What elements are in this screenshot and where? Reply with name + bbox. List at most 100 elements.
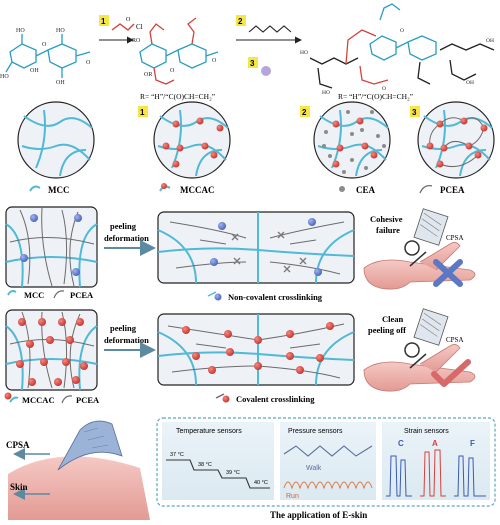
run-label: Run [286, 493, 299, 500]
svg-text:OH: OH [30, 68, 39, 74]
row-covalent: peeling deformation MCCAC PCEA Covalent … [4, 308, 476, 405]
temperature-title: Temperature sensors [176, 428, 242, 435]
r-definition-2: R= “H”/“C(O)CH=CH₂” [338, 92, 413, 101]
check-mark-icon [431, 359, 471, 387]
row1-arrow-label-2: deformation [104, 233, 149, 243]
noncovalent-legend-icon [207, 291, 217, 297]
structure-circles: 1 2 [17, 101, 495, 179]
svg-text:OH: OH [56, 80, 65, 86]
mcc-molecule [5, 34, 91, 78]
svg-text:O: O [86, 60, 91, 66]
cross-mark-icon [433, 259, 463, 287]
svg-text:HO: HO [0, 74, 9, 80]
row1-arrow-label-1: peeling [110, 221, 137, 231]
svg-text:HO: HO [56, 28, 65, 34]
circle-mcc [17, 101, 95, 179]
circle-cea: 2 [300, 101, 391, 179]
temp-label-40: 40 °C [254, 480, 268, 486]
strain-letter-f: F [470, 439, 475, 448]
covalent-legend-icon [215, 393, 225, 399]
mccac-legend-dot-icon [161, 183, 167, 189]
mcc-legend-icon [29, 185, 41, 192]
svg-text:O: O [382, 86, 386, 92]
legend-pcea: PCEA [440, 185, 465, 195]
walk-label: Walk [306, 465, 322, 472]
row2-cpsa-label: CPSA [446, 336, 464, 344]
svg-text:HO: HO [322, 90, 330, 96]
row2-legend-mccac: MCCAC [22, 395, 55, 405]
temp-label-37: 37 °C [170, 452, 184, 458]
circle-mccac: 1 [138, 101, 231, 179]
row2-pcea-legend-icon [61, 395, 73, 404]
strain-letter-c: C [398, 439, 404, 448]
strain-panel: Strain sensors C A F [382, 422, 490, 500]
legend-mcc: MCC [48, 185, 70, 195]
cea-legend-icon [339, 186, 345, 192]
row1-legend-mcc: MCC [24, 290, 44, 300]
grafted-product-molecule [309, 3, 495, 89]
cpsa-film-illustration [57, 420, 123, 471]
row2-mccac-fiber-icon [9, 396, 19, 403]
cea-reagent [248, 25, 292, 33]
application-section: CPSA Skin Temperature sensors 37 °C 38 °… [6, 417, 496, 520]
row2-mccac-dot-icon [4, 392, 12, 400]
pressure-title: Pressure sensors [288, 428, 343, 435]
strain-title: Strain sensors [404, 428, 449, 435]
svg-text:O: O [212, 58, 217, 64]
temp-label-38: 38 °C [198, 462, 212, 468]
legend-mccac: MCCAC [180, 185, 215, 195]
circle-badge-1: 1 [140, 108, 145, 117]
noncovalent-network-box [5, 206, 98, 288]
application-frame [156, 417, 496, 507]
row1-legend-pcea: PCEA [70, 290, 94, 300]
step-1-number: 1 [101, 17, 106, 26]
skin-illustration [8, 456, 150, 520]
row2-legend-pcea: PCEA [76, 395, 100, 405]
magnifier-icon-1 [404, 240, 420, 256]
svg-text:O: O [42, 42, 47, 48]
circle-badge-3: 3 [412, 108, 417, 117]
svg-text:HO: HO [16, 28, 25, 34]
temperature-step-curve [166, 459, 270, 489]
clean-label-1: Clean [382, 314, 404, 324]
walk-waveform [283, 445, 373, 457]
row2-arrow-label-1: peeling [110, 323, 137, 333]
step-2-number: 2 [238, 17, 243, 26]
pcea-legend-icon [419, 185, 433, 194]
row1-mcc-legend-icon [7, 290, 17, 296]
strain-letter-a: A [432, 439, 438, 448]
initiator-icon [261, 66, 271, 76]
step-3-number: 3 [250, 59, 255, 68]
reagent-1-oxygen: O [126, 17, 131, 23]
cohesive-label-2: failure [376, 225, 400, 235]
svg-text:HO: HO [300, 50, 308, 56]
circle-badge-2: 2 [302, 108, 307, 117]
strain-signal-c [386, 455, 412, 497]
acryloyl-chloride [111, 23, 135, 31]
step-1-badge [99, 15, 109, 26]
skin-label: Skin [10, 482, 28, 492]
run-waveform [283, 481, 373, 490]
noncovalent-crosslinking-label: Non-covalent crosslinking [228, 292, 323, 302]
svg-text:O: O [400, 28, 404, 34]
svg-text:OR: OR [144, 72, 152, 78]
magnifier-handle-1 [409, 251, 427, 267]
legend-top: MCC MCCAC CEA PCEA [29, 183, 465, 195]
magnifier-handle-2 [409, 353, 427, 369]
svg-text:OH: OH [466, 80, 474, 86]
svg-text:O: O [170, 68, 175, 74]
row1-pcea-legend-icon [53, 290, 65, 299]
bottom-cpsa-label: CPSA [6, 440, 30, 450]
application-caption: The application of E-skin [270, 510, 367, 520]
temp-label-39: 39 °C [226, 470, 240, 476]
row1-cpsa-label: CPSA [446, 234, 464, 242]
hand-illustration-1: Cohesive failure CPSA [363, 208, 476, 290]
strain-signal-f [454, 455, 486, 497]
magnifier-icon-2 [404, 342, 420, 358]
step-2-badge [236, 15, 246, 26]
svg-text:RO: RO [132, 38, 141, 44]
row-noncovalent: peeling deformation MCC PCEA Non-covalen… [5, 206, 476, 302]
strain-signal-a [420, 449, 446, 497]
